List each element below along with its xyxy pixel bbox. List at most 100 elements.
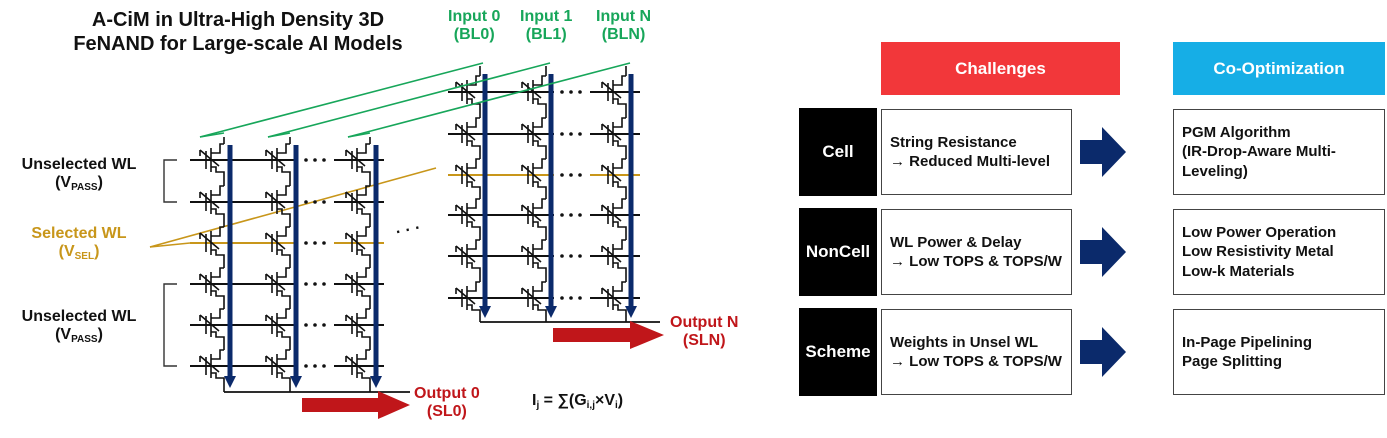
solution-line: Low-k Materials bbox=[1182, 262, 1295, 280]
eq-sub: i bbox=[615, 400, 618, 411]
input-n-label: Input N (BLN) bbox=[596, 8, 651, 44]
category-line: Cell bbox=[838, 241, 871, 261]
nand-string bbox=[521, 66, 557, 322]
ellipsis-dot bbox=[578, 173, 582, 177]
ellipsis-dot bbox=[578, 213, 582, 217]
challenge-line: WL Power & Delay bbox=[890, 233, 1022, 251]
bitline-connector bbox=[199, 62, 484, 138]
fefet-cell bbox=[601, 117, 627, 156]
fefet-cell bbox=[521, 158, 547, 197]
ellipsis-dot bbox=[304, 200, 308, 204]
fefet-cell bbox=[521, 239, 547, 278]
fefet-cell bbox=[265, 143, 291, 182]
current-arrow-head bbox=[290, 376, 302, 388]
ellipsis-dot bbox=[304, 158, 308, 162]
solution-line: Leveling) bbox=[1182, 162, 1248, 180]
category-line: Non bbox=[805, 241, 839, 261]
ellipsis-dot bbox=[560, 90, 564, 94]
ellipsis-dot bbox=[322, 282, 326, 286]
fefet-cell bbox=[265, 349, 291, 388]
current-arrow-head bbox=[545, 306, 557, 318]
fefet-cell bbox=[521, 281, 547, 320]
ellipsis-dot bbox=[313, 364, 317, 368]
ellipsis-dot bbox=[560, 213, 564, 217]
ellipsis-dot bbox=[578, 90, 582, 94]
back-plane-array bbox=[448, 66, 660, 323]
current-arrow-head bbox=[625, 306, 637, 318]
fefet-cell bbox=[455, 239, 481, 278]
fefet-cell bbox=[199, 267, 225, 306]
bracket-unselected-bottom bbox=[163, 283, 177, 367]
ellipsis-dot bbox=[313, 323, 317, 327]
eq-times: ×V bbox=[595, 392, 616, 409]
category-label: Cell bbox=[799, 108, 877, 196]
challenge-box: Weights in Unsel WL→ Low TOPS & TOPS/W bbox=[881, 309, 1072, 395]
challenge-box: WL Power & Delay→ Low TOPS & TOPS/W bbox=[881, 209, 1072, 295]
right-arrow-icon bbox=[1080, 127, 1126, 177]
fefet-cell bbox=[265, 267, 291, 306]
ellipsis-dot bbox=[313, 282, 317, 286]
fefet-cell bbox=[265, 226, 291, 265]
current-arrow-head bbox=[370, 376, 382, 388]
3d-fenand-array-diagram bbox=[149, 62, 664, 419]
bitline-stub bbox=[267, 132, 291, 138]
fefet-cell bbox=[455, 158, 481, 197]
sourceline-name: (SLN) bbox=[682, 331, 726, 349]
overlay-arrows bbox=[163, 159, 664, 419]
selected-wl-label: Selected WL (VSEL) bbox=[8, 225, 150, 262]
bitline-stub bbox=[347, 132, 371, 138]
fefet-cell bbox=[345, 308, 371, 347]
fefet-cell bbox=[601, 158, 627, 197]
fefet-cell bbox=[345, 143, 371, 182]
fefet-cell bbox=[345, 349, 371, 388]
ellipsis-dot bbox=[578, 254, 582, 258]
wl-label-text: Selected WL bbox=[31, 225, 127, 242]
ellipsis-dot bbox=[304, 323, 308, 327]
fefet-cell bbox=[199, 308, 225, 347]
wl-voltage: (VPASS) bbox=[55, 173, 103, 193]
nand-string bbox=[265, 137, 302, 392]
mac-equation: Ij = ∑(Gi,j×Vi) bbox=[532, 392, 623, 411]
bitline-name: (BL0) bbox=[453, 25, 495, 43]
wl-voltage: (VPASS) bbox=[55, 325, 103, 345]
v-subscript: SEL bbox=[74, 250, 95, 262]
ellipsis-dot bbox=[569, 213, 573, 217]
category-line: Sche bbox=[805, 341, 847, 361]
fefet-cell bbox=[199, 185, 225, 224]
category-line: me bbox=[846, 341, 871, 361]
bitline-name: (BLN) bbox=[601, 25, 646, 43]
ellipsis-dot bbox=[560, 254, 564, 258]
input-name: Input 1 bbox=[520, 8, 573, 25]
bitline-connector bbox=[347, 62, 631, 138]
eq-current: I bbox=[532, 392, 537, 409]
eq-sub: j bbox=[536, 400, 540, 411]
bitline-name: (BL1) bbox=[525, 25, 567, 43]
output-name: Output 0 bbox=[414, 385, 480, 402]
output-n-arrow-icon bbox=[553, 321, 664, 349]
nand-string bbox=[455, 66, 491, 322]
fefet-cell bbox=[265, 185, 291, 224]
output-n-label: Output N (SLN) bbox=[670, 314, 738, 350]
ellipsis-dot bbox=[560, 132, 564, 136]
fefet-cell bbox=[199, 226, 225, 265]
fefet-cell bbox=[199, 143, 225, 182]
ellipsis-dot bbox=[569, 132, 573, 136]
sourceline-name: (SL0) bbox=[426, 402, 467, 420]
ellipsis-dot bbox=[322, 364, 326, 368]
solution-box: PGM Algorithm(IR-Drop-Aware Multi-Leveli… bbox=[1173, 109, 1385, 195]
solution-line: In-Page Pipelining bbox=[1182, 333, 1313, 351]
eq-sub: i,j bbox=[586, 400, 595, 411]
ellipsis-dot bbox=[569, 90, 573, 94]
input-0-label: Input 0 (BL0) bbox=[448, 8, 500, 44]
title-line-1: A-CiM in Ultra-High Density 3D bbox=[91, 9, 385, 31]
bracket-unselected-top bbox=[163, 159, 177, 203]
fefet-cell bbox=[455, 281, 481, 320]
ellipsis-dot bbox=[560, 296, 564, 300]
fefet-cell bbox=[455, 198, 481, 237]
selected-wl-connector bbox=[149, 242, 191, 248]
nand-string bbox=[601, 66, 637, 322]
ellipsis-dot bbox=[322, 323, 326, 327]
